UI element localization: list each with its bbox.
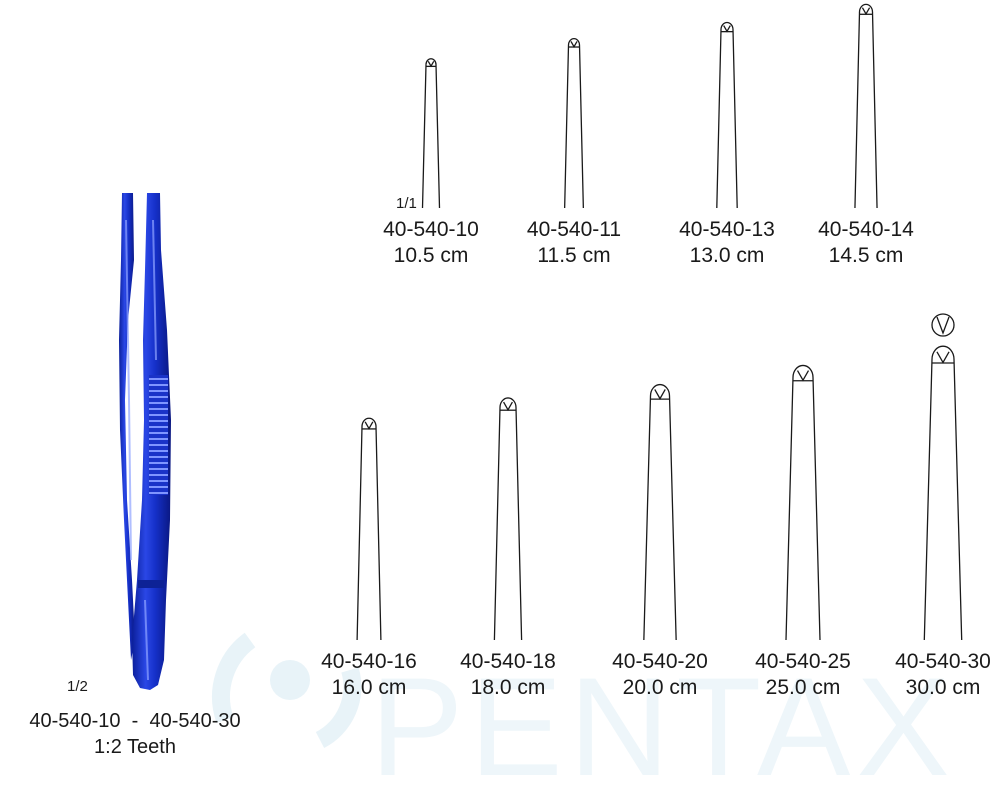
- tip-length-label: 20.0 cm: [622, 676, 698, 699]
- instrument-range-label: 40-540-10 - 40-540-30: [29, 710, 241, 732]
- tip-code-label: 40-540-13: [679, 218, 775, 241]
- watermark-text: PENTAX: [370, 648, 956, 786]
- tip-code-label: 40-540-20: [612, 650, 708, 673]
- instrument-scale-label: 1/2: [67, 678, 88, 695]
- tip-length-label: 11.5 cm: [537, 244, 611, 267]
- tip-code-label: 40-540-25: [755, 650, 851, 673]
- tip-outline-40-540-20: [643, 384, 677, 641]
- tip-outline-40-540-25: [785, 364, 821, 641]
- tip-scale-label: 1/1: [396, 195, 417, 212]
- tip-length-label: 18.0 cm: [470, 676, 546, 699]
- tip-length-label: 25.0 cm: [765, 676, 841, 699]
- tip-outline-40-540-18: [493, 397, 523, 641]
- tip-length-label: 13.0 cm: [689, 244, 765, 267]
- tip-outline-40-540-30: [923, 345, 963, 641]
- tip-length-label: 14.5 cm: [828, 244, 904, 267]
- tip-outline-40-540-10: [421, 58, 441, 209]
- tip-outline-40-540-16: [356, 417, 382, 641]
- tip-length-label: 30.0 cm: [905, 676, 981, 699]
- tip-code-label: 40-540-16: [321, 650, 417, 673]
- tip-code-label: 40-540-11: [526, 218, 622, 241]
- tooth-front-view-icon: [931, 313, 955, 337]
- tip-code-label: 40-540-30: [895, 650, 991, 673]
- tip-outline-40-540-14: [854, 3, 878, 209]
- instrument-teeth-label: 1:2 Teeth: [94, 736, 176, 758]
- tip-outline-40-540-13: [716, 21, 738, 209]
- tip-code-label: 40-540-14: [818, 218, 914, 241]
- tip-length-label: 10.5 cm: [393, 244, 469, 267]
- tip-code-label: 40-540-10: [383, 218, 479, 241]
- tip-length-label: 16.0 cm: [331, 676, 407, 699]
- tip-outline-40-540-11: [564, 37, 584, 209]
- tip-code-label: 40-540-18: [460, 650, 556, 673]
